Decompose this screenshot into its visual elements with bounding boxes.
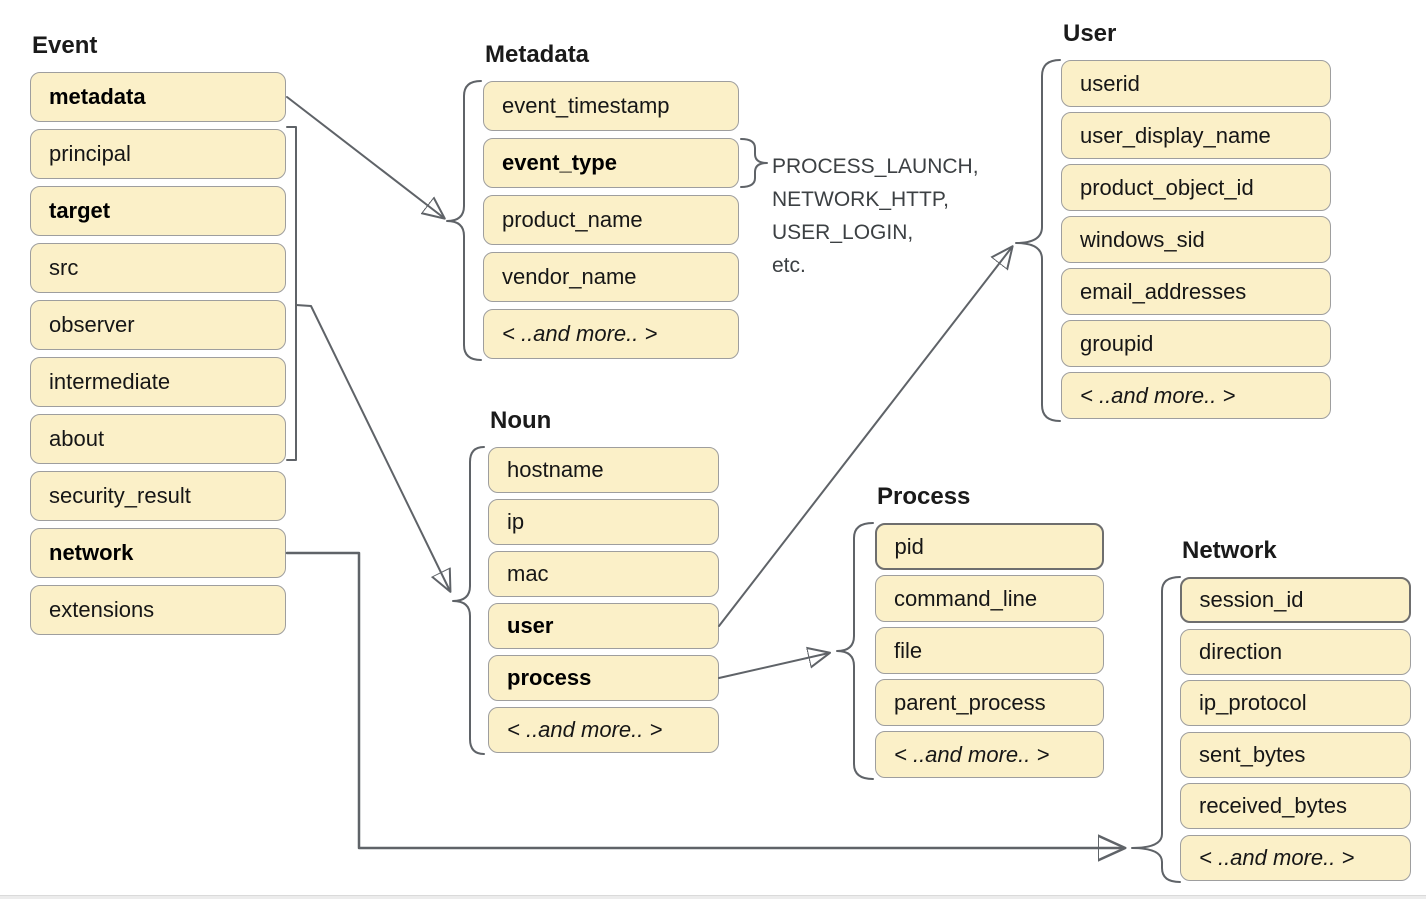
metadata-field-event-timestamp: event_timestamp bbox=[483, 81, 739, 131]
process-brace bbox=[836, 522, 874, 780]
event-field-metadata: metadata bbox=[30, 72, 286, 122]
metadata-field-vendor-name: vendor_name bbox=[483, 252, 739, 302]
event-field-target: target bbox=[30, 186, 286, 236]
process-field-parent-process: parent_process bbox=[875, 679, 1104, 726]
metadata-brace bbox=[446, 80, 482, 361]
noun-field-ip: ip bbox=[488, 499, 719, 545]
user-brace bbox=[1015, 59, 1061, 422]
user-field-userid: userid bbox=[1061, 60, 1331, 107]
metadata-field-event-type: event_type bbox=[483, 138, 739, 188]
network-field-direction: direction bbox=[1180, 628, 1411, 675]
noun-field-process: process bbox=[488, 655, 719, 701]
network-brace bbox=[1131, 576, 1181, 883]
group-noun-fields: hostname ip mac user process < ..and more.. > bbox=[488, 447, 719, 759]
group-user-title: User bbox=[1063, 20, 1117, 47]
metadata-field-product-name: product_name bbox=[483, 195, 739, 245]
process-field-and-more: < ..and more.. > bbox=[875, 731, 1104, 778]
event-field-extensions: extensions bbox=[30, 585, 286, 635]
event-objects-bracket bbox=[286, 126, 297, 461]
network-field-session-id: session_id bbox=[1180, 577, 1411, 623]
metadata-to-metadata-arrow bbox=[286, 96, 444, 218]
process-field-command-line: command_line bbox=[875, 575, 1104, 622]
noun-field-mac: mac bbox=[488, 551, 719, 597]
group-event-fields: metadata principal target src observer interm… bbox=[30, 72, 286, 642]
group-user: User userid user_display_name product_obje… bbox=[1061, 20, 1331, 424]
noun-brace bbox=[452, 446, 485, 755]
group-noun: Noun hostname ip mac user process < ..and mor… bbox=[488, 407, 719, 759]
event-field-src: src bbox=[30, 243, 286, 293]
user-field-email-addresses: email_addresses bbox=[1061, 268, 1331, 315]
metadata-field-and-more: < ..and more.. > bbox=[483, 309, 739, 359]
process-field-pid: pid bbox=[875, 523, 1104, 570]
network-field-sent-bytes: sent_bytes bbox=[1180, 731, 1411, 778]
noun-field-user: user bbox=[488, 603, 719, 649]
group-process-title: Process bbox=[877, 483, 971, 510]
noun-field-hostname: hostname bbox=[488, 447, 719, 493]
objects-to-noun-arrow bbox=[295, 304, 450, 591]
event-field-about: about bbox=[30, 414, 286, 464]
group-network-fields: session_id direction ip_protocol sent_bytes… bbox=[1180, 577, 1411, 886]
event-field-principal: principal bbox=[30, 129, 286, 179]
group-noun-title: Noun bbox=[490, 407, 552, 434]
noun-process-to-process-arrow bbox=[718, 653, 829, 679]
network-field-ip-protocol: ip_protocol bbox=[1180, 680, 1411, 726]
event-field-security-result: security_result bbox=[30, 471, 286, 521]
network-field-received-bytes: received_bytes bbox=[1180, 783, 1411, 829]
group-metadata-title: Metadata bbox=[485, 41, 590, 68]
event-type-brace bbox=[740, 138, 768, 188]
process-field-file: file bbox=[875, 627, 1104, 674]
bottom-divider bbox=[0, 895, 1426, 899]
event-type-value-line: USER_LOGIN, bbox=[772, 221, 914, 244]
user-field-user-display-name: user_display_name bbox=[1061, 112, 1331, 159]
event-field-network: network bbox=[30, 528, 286, 578]
network-field-and-more: < ..and more.. > bbox=[1180, 834, 1411, 881]
group-network-title: Network bbox=[1182, 537, 1277, 564]
event-type-values-note: PROCESS_LAUNCH, NETWORK_HTTP, USER_LOGIN… bbox=[772, 150, 979, 282]
event-field-intermediate: intermediate bbox=[30, 357, 286, 407]
user-field-product-object-id: product_object_id bbox=[1061, 164, 1331, 211]
group-user-fields: userid user_display_name product_object_id… bbox=[1061, 60, 1331, 424]
event-field-observer: observer bbox=[30, 300, 286, 350]
group-event: Event metadata principal target src observer… bbox=[30, 32, 286, 642]
user-field-and-more: < ..and more.. > bbox=[1061, 372, 1331, 419]
noun-field-and-more: < ..and more.. > bbox=[488, 707, 719, 753]
user-field-windows-sid: windows_sid bbox=[1061, 216, 1331, 263]
user-field-groupid: groupid bbox=[1061, 320, 1331, 367]
group-event-title: Event bbox=[32, 32, 98, 59]
event-type-value-line: PROCESS_LAUNCH, bbox=[772, 155, 979, 178]
event-type-value-line: etc. bbox=[772, 254, 806, 277]
event-type-value-line: NETWORK_HTTP, bbox=[772, 188, 949, 211]
